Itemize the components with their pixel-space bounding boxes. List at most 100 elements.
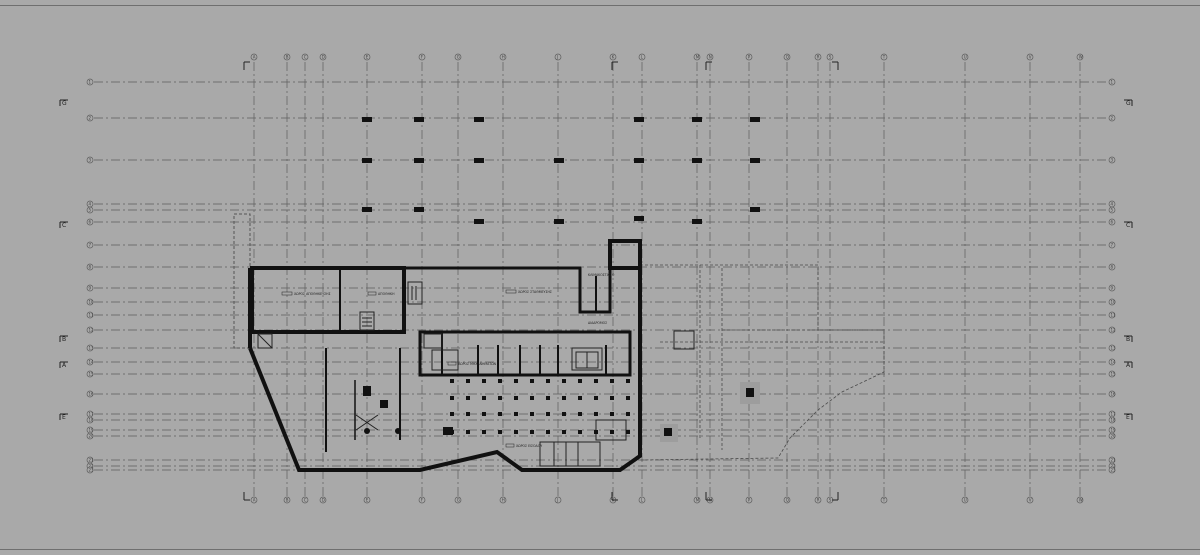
- grid-bubble-label: U: [964, 497, 967, 502]
- grid-bubble: [554, 496, 562, 504]
- column-round: [395, 428, 401, 434]
- grid-bubble-label: 8: [89, 264, 92, 269]
- column: [380, 400, 388, 408]
- grid-bubble: [86, 298, 94, 306]
- grid-bubble-label: A: [253, 497, 256, 502]
- grid-bubble-label: 3: [1111, 157, 1114, 162]
- grid-bubble: [1108, 78, 1116, 86]
- grid-bubble: [745, 496, 753, 504]
- section-marker-b-right: B: [1126, 336, 1130, 343]
- grid-bubble: [319, 496, 327, 504]
- grid-bubble: [1108, 218, 1116, 226]
- column: [450, 396, 454, 400]
- section-markers: G G C C B B A A E E: [59, 61, 1133, 501]
- grid-bubble: [1108, 326, 1116, 334]
- stair-block: [407, 281, 423, 305]
- column: [692, 117, 702, 122]
- room-label-warehouse: ΑΠΟΘΗΚΗ: [378, 292, 395, 296]
- grid-bubble-label: K: [612, 54, 615, 59]
- room-label-corridor: ΔΙΑΔΡΟΜΟΣ: [588, 321, 607, 325]
- room-label-machines: ΧΩΡΟΣ ΜΗΧΑΝΗΜΑΤΩΝ: [458, 362, 497, 366]
- grid-bubble-label: 1: [1111, 79, 1114, 84]
- grid-bubble: [86, 390, 94, 398]
- grid-bubble-label: 20: [1111, 433, 1117, 438]
- grid-bubble-label: L: [641, 54, 644, 59]
- grid-bubble-label: 13: [1111, 345, 1117, 350]
- section-marker-c-left: C: [62, 222, 66, 229]
- grid-bubble: [1108, 263, 1116, 271]
- grid-bubble-label: H: [502, 54, 505, 59]
- grid-bubble: [1108, 114, 1116, 122]
- grid-bubble-label: S: [829, 54, 832, 59]
- grid-bubble-label: 23: [1111, 467, 1117, 472]
- column: [466, 396, 470, 400]
- structural-grid: AABBCCDDEEFFGGHHJJKKLLMMNNPPQQRRSSTTUUVV…: [86, 53, 1117, 504]
- grid-bubble-label: 14: [1111, 359, 1117, 364]
- column: [414, 207, 424, 212]
- grid-bubble-label: 9: [1111, 285, 1114, 290]
- grid-bubble-label: V: [1029, 54, 1032, 59]
- section-marker-a-right: A: [1126, 362, 1131, 369]
- column: [578, 396, 582, 400]
- grid-bubble: [1076, 496, 1084, 504]
- grid-bubble-label: H: [502, 497, 505, 502]
- grid-bubble-label: B: [286, 497, 289, 502]
- grid-bubble-label: J: [556, 497, 558, 502]
- grid-bubble: [301, 496, 309, 504]
- column-round: [364, 428, 370, 434]
- column: [554, 158, 564, 163]
- grid-bubble: [1026, 53, 1034, 61]
- column: [530, 379, 534, 383]
- grid-bubble-label: Q: [786, 497, 789, 502]
- column: [482, 430, 486, 434]
- column: [514, 396, 518, 400]
- column: [562, 412, 566, 416]
- grid-bubble-label: B: [286, 54, 289, 59]
- shaft-opening: [673, 330, 695, 350]
- grid-bubble-label: 18: [1111, 417, 1117, 422]
- column: [562, 396, 566, 400]
- grid-bubble: [814, 53, 822, 61]
- column: [482, 412, 486, 416]
- grid-bubble-label: A: [253, 54, 256, 59]
- grid-bubble-label: 7: [1111, 242, 1114, 247]
- grid-bubble-label: E: [366, 497, 369, 502]
- column: [554, 219, 564, 224]
- grid-bubble: [86, 78, 94, 86]
- grid-bubble-label: 16: [1111, 391, 1117, 396]
- room-label-stair: ΚΛΙΜΑΚΟΣΤΑΣΙΟ: [588, 273, 615, 277]
- grid-bubble: [86, 284, 94, 292]
- column: [594, 379, 598, 383]
- grid-bubble: [1108, 156, 1116, 164]
- grid-bubble-label: 21: [1111, 457, 1117, 462]
- column: [530, 430, 534, 434]
- column: [664, 428, 672, 436]
- grid-bubble-label: W: [1079, 54, 1083, 59]
- grid-bubble: [1108, 432, 1116, 440]
- section-marker-g-left: G: [62, 100, 67, 107]
- grid-bubble: [86, 358, 94, 366]
- column: [450, 379, 454, 383]
- retaining-strip: [233, 213, 251, 349]
- grid-bubble: [1108, 284, 1116, 292]
- column: [578, 430, 582, 434]
- grid-bubble-label: T: [882, 497, 886, 502]
- column: [634, 117, 644, 122]
- column: [746, 388, 754, 397]
- section-marker-c-right: C: [1126, 222, 1130, 229]
- grid-bubble-label: U: [964, 54, 967, 59]
- column: [626, 412, 630, 416]
- grid-bubble: [86, 311, 94, 319]
- column: [634, 216, 644, 221]
- column: [634, 158, 644, 163]
- grid-bubble-label: 2: [1111, 115, 1114, 120]
- grid-bubble-label: 5: [1111, 207, 1114, 212]
- column: [562, 430, 566, 434]
- column: [414, 117, 424, 122]
- column: [498, 396, 502, 400]
- grid-bubble-label: D: [322, 497, 325, 502]
- grid-bubble: [1076, 53, 1084, 61]
- grid-bubble: [499, 496, 507, 504]
